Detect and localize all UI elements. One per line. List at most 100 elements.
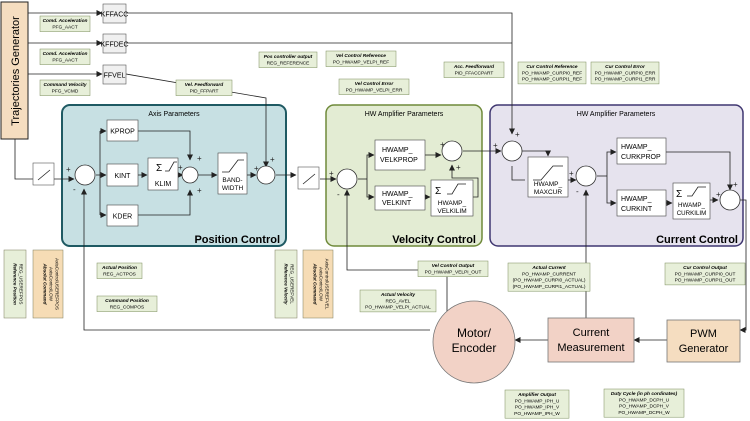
current-region-title: HW Amplifier Parameters <box>577 111 656 118</box>
current-control-label: Current Control <box>656 234 738 246</box>
maxcur-saturation-icon <box>533 165 563 181</box>
velkprop-block: HWAMP_ VELKPROP <box>374 139 426 171</box>
signal-tag-text: (PO_HWAMP_CURPI0_ACTUAL) <box>513 278 586 284</box>
curkprop-label-1: HWAMP_ <box>621 144 652 151</box>
velkilim-saturation-icon <box>447 183 466 195</box>
sum-plus-sign: + <box>254 164 259 173</box>
signal-tag-text: PO_HWAMP_VELPI_ACTUAL <box>365 305 431 311</box>
kint-label: KINT <box>115 173 132 180</box>
trajectories-generator-label: Trajectories Generator <box>10 16 22 126</box>
position-error-sum <box>74 164 96 186</box>
reference-tag-text: AxisControlUSEREFPOS <box>55 258 60 310</box>
sum-plus-sign: + <box>329 169 334 178</box>
current-measurement-label-1: Current <box>573 327 610 339</box>
signal-tag-text: PO_HWAMP_CURPI0_REF <box>522 70 582 76</box>
signal-tag-text: PO_HWAMP_CURPI1_OUT <box>675 278 736 284</box>
sum-plus-sign: + <box>716 190 721 199</box>
current-measurement-block: Current Measurement <box>547 317 635 363</box>
velkint-label-2: VELKINT <box>382 200 412 207</box>
reference-tag-text: REG_USEREFPOS <box>19 264 24 305</box>
curkilim-label-2: CURKILIM <box>677 210 707 217</box>
curkprop-block: HWAMP_ CURKPROP <box>616 137 667 165</box>
signal-tag-text: Cur Control Error <box>605 64 646 70</box>
kint-block: KINT <box>106 163 139 187</box>
kprop-block: KPROP <box>106 119 139 142</box>
pwm-generator-block: PWM Generator <box>666 319 741 363</box>
signal-wires <box>14 10 747 343</box>
velkilim-label-1: HWAMP_ <box>438 200 467 207</box>
signal-tag-text: REG_ACTPOS <box>103 271 136 277</box>
signal-tag-text: Comd. Acceleration <box>43 18 88 24</box>
pwm-label-1: PWM <box>690 328 717 340</box>
sum-minus-sign: - <box>337 190 340 199</box>
signal-tag-text: PO_HWAMP_DCPH_V <box>619 404 670 410</box>
signal-tag-text: PO_HWAMP_DCPH_W <box>618 410 670 416</box>
signal-tag-text: PID_FFACCPART <box>455 70 494 76</box>
velkilim-label-2: VELKILIM <box>437 208 466 215</box>
kffdec-label: KFFDEC <box>101 42 129 49</box>
signal-tag-text: Vel Control Output <box>432 263 475 269</box>
signal-tag-text: PO_HWAMP_IPH_V <box>515 405 560 411</box>
signal-tag-text: Comd. Acceleration <box>43 51 88 57</box>
reference-tag-text: Reference Velocity <box>284 264 289 305</box>
velkilim-block: Σ HWAMP_ VELKILIM <box>430 179 474 217</box>
curkilim-saturation-icon <box>687 186 706 197</box>
signal-tag-text: Command Position <box>105 298 149 304</box>
kffdec-block: KFFDEC <box>101 33 129 54</box>
velkprop-label-2: VELKPROP <box>380 157 418 164</box>
signal-tag-text: Actual Current <box>531 265 566 271</box>
curkprop-label-2: CURKPROP <box>621 154 661 161</box>
ffvel-block: FFVEL <box>102 64 127 85</box>
position-region-title: Axis Parameters <box>148 111 200 118</box>
signal-tag-text: Vel Control Error <box>355 81 395 87</box>
sum-plus-sign: + <box>515 130 520 139</box>
sum-plus-sign: + <box>456 163 461 172</box>
bandwidth-label-2: WIDTH <box>222 185 244 192</box>
signal-tag-text: PO_HWAMP_IPH_U <box>515 398 560 404</box>
maxcur-block: HWAMP_ MAXCUR <box>527 156 569 198</box>
velocity-control-label: Velocity Control <box>392 234 476 246</box>
signal-tag-text: PFG_AACT <box>52 24 77 30</box>
trajectories-generator: Trajectories Generator <box>0 1 29 140</box>
sum-plus-sign: + <box>493 141 498 150</box>
signal-tag-text: PFG_AACT <box>52 57 77 63</box>
signal-tag-text: Command Velocity <box>43 82 86 88</box>
reference-switch-2 <box>297 166 320 190</box>
signal-tag-amp-out: Amplifier OutputPO_HWAMP_IPH_UPO_HWAMP_I… <box>504 389 570 419</box>
velocity-error-sum <box>336 168 358 190</box>
curkilim-block: Σ HWAMP_ CURKILIM <box>672 182 711 220</box>
current-measurement-label-2: Measurement <box>557 342 624 354</box>
signal-tag-text: Acc. Feedforward <box>453 64 495 70</box>
sum-plus-sign: + <box>270 155 275 164</box>
signal-tag-text: PO_HWAMP_CURPI1_REF <box>522 77 582 83</box>
switch-2-contact <box>302 173 316 185</box>
current-pi-sum <box>719 189 741 211</box>
signal-tag-cur-out: Cur Control OutputPO_HWAMP_CURPI0_OUTPO_… <box>664 262 746 286</box>
signal-tag-text: PO_HWAMP_CURRENT <box>522 271 576 277</box>
signal-tag-text: Vel. Feedforward <box>185 82 225 88</box>
reference-tag-text: Reference Position <box>13 263 18 305</box>
signal-tag-text: PO_HWAMP_VELPI_ERR <box>346 87 403 93</box>
reference-tag-text: AxisControlUSEREFVEL <box>325 259 330 310</box>
signal-tag-text: REG_COMPOS <box>110 304 144 310</box>
signal-tag-text: Cur Control Output <box>683 265 727 271</box>
velkprop-label-1: HWAMP_ <box>382 147 413 154</box>
maxcur-label-1: HWAMP_ <box>534 181 563 188</box>
sum-plus-sign: + <box>197 186 202 195</box>
sum-plus-sign: + <box>440 140 445 149</box>
sum-plus-sign: + <box>66 165 71 174</box>
signal-tag-text: PO_HWAMP_DCPH_U <box>619 397 670 403</box>
reference-tag-text: Absolut Command <box>43 263 48 305</box>
position-control-label: Position Control <box>194 234 280 246</box>
klim-sigma: Σ <box>156 163 162 174</box>
